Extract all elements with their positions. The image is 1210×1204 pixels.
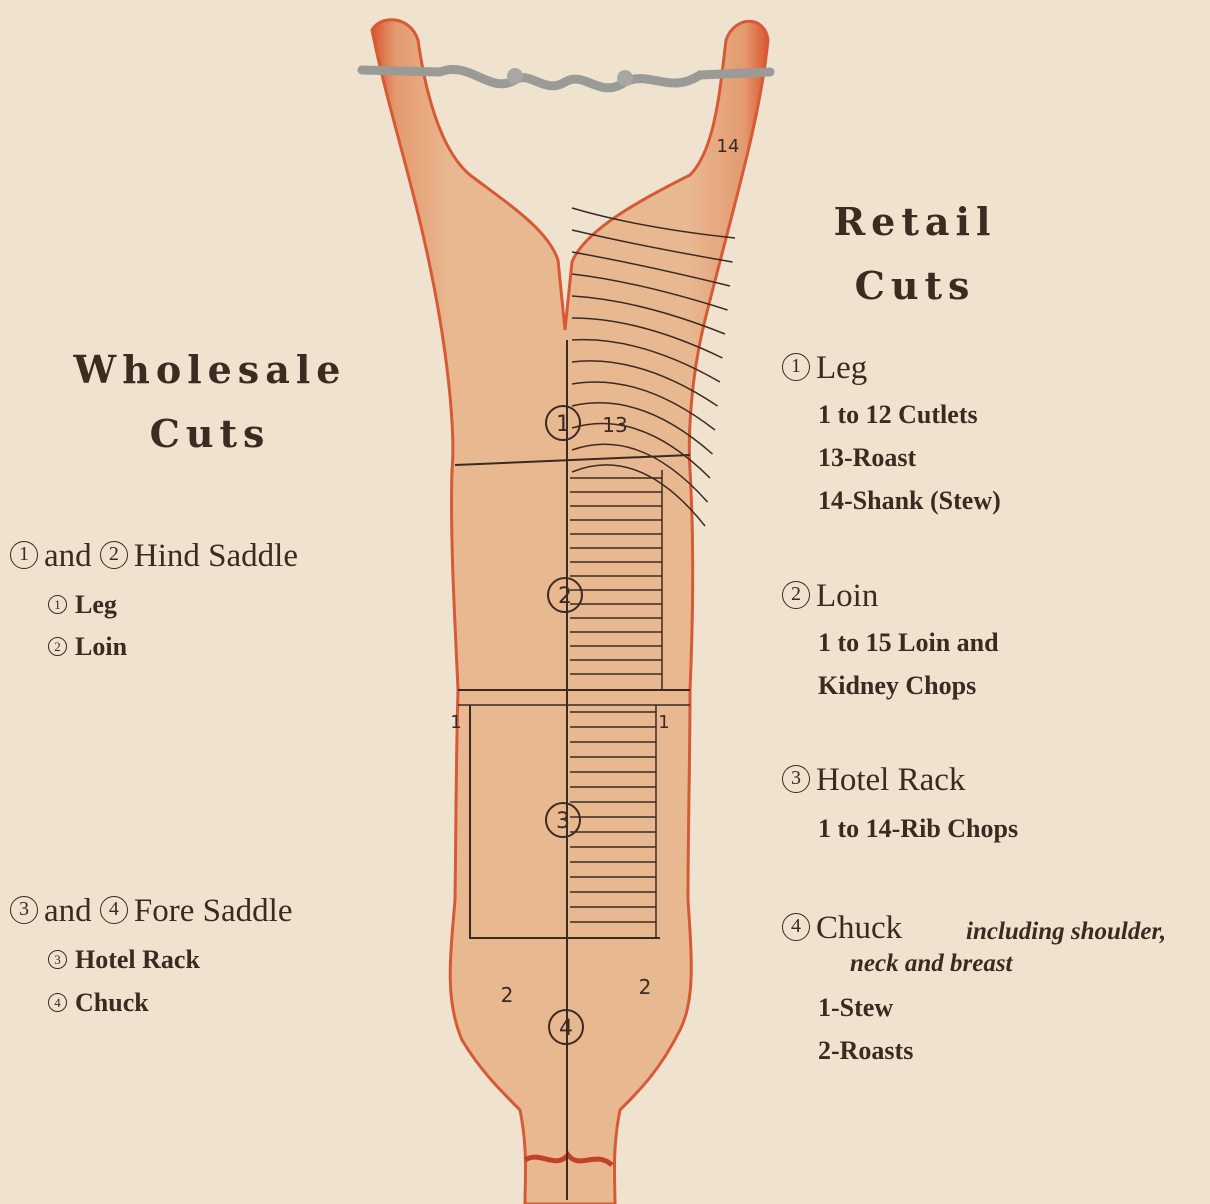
shank-label: 14	[717, 136, 740, 157]
rack-side-label-left: 1	[450, 712, 461, 733]
svg-text:4: 4	[559, 1016, 573, 1041]
svg-text:2: 2	[558, 584, 572, 609]
leg-roast-label: 13	[602, 413, 627, 437]
svg-text:3: 3	[556, 809, 570, 834]
rack-side-label-right: 1	[658, 712, 669, 733]
chuck-side-label-left: 2	[501, 983, 514, 1007]
chuck-side-label-right: 2	[639, 975, 652, 999]
svg-text:1: 1	[556, 412, 570, 437]
